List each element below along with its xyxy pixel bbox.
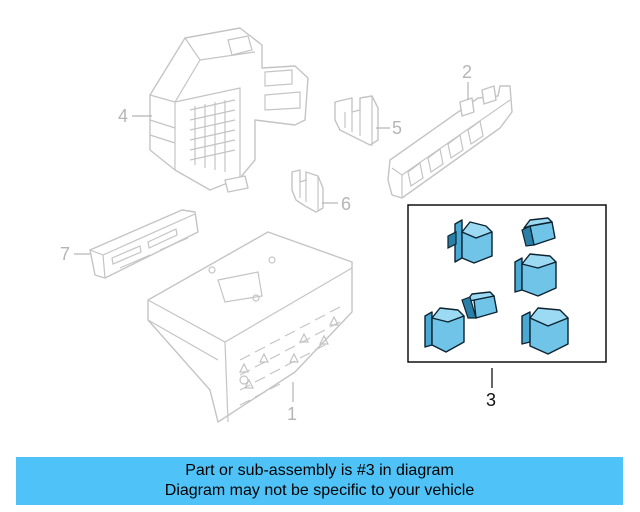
callout-4: 4 bbox=[118, 106, 128, 126]
part-1-fuse-box-base bbox=[147, 231, 353, 423]
relay-a bbox=[447, 219, 493, 264]
part-3-relay-set bbox=[407, 204, 607, 363]
relay-c bbox=[514, 253, 557, 297]
relay-b bbox=[521, 217, 556, 247]
part-7-connector-strip bbox=[89, 209, 199, 279]
callout-6: 6 bbox=[341, 194, 351, 214]
banner-line-2: Diagram may not be specific to your vehi… bbox=[164, 482, 475, 499]
callout-1: 1 bbox=[287, 404, 297, 424]
banner-line-1: Part or sub-assembly is #3 in diagram bbox=[185, 462, 454, 479]
part-3-frame bbox=[407, 204, 607, 363]
notice-banner: Part or sub-assembly is #3 in diagram Di… bbox=[16, 457, 623, 505]
relay-f bbox=[521, 307, 569, 355]
part-2-relay-plate bbox=[387, 85, 513, 199]
part-4-junction-box bbox=[149, 27, 309, 193]
callout-3: 3 bbox=[486, 390, 496, 410]
relay-d bbox=[461, 291, 498, 319]
relay-e bbox=[424, 307, 465, 353]
callout-5: 5 bbox=[392, 118, 402, 138]
parts-diagram: 4 5 6 7 2 1 3 bbox=[60, 27, 607, 424]
callout-2: 2 bbox=[462, 62, 472, 82]
part-6-fuse bbox=[291, 169, 324, 213]
callout-7: 7 bbox=[60, 244, 70, 264]
part-5-fuse bbox=[334, 95, 379, 146]
